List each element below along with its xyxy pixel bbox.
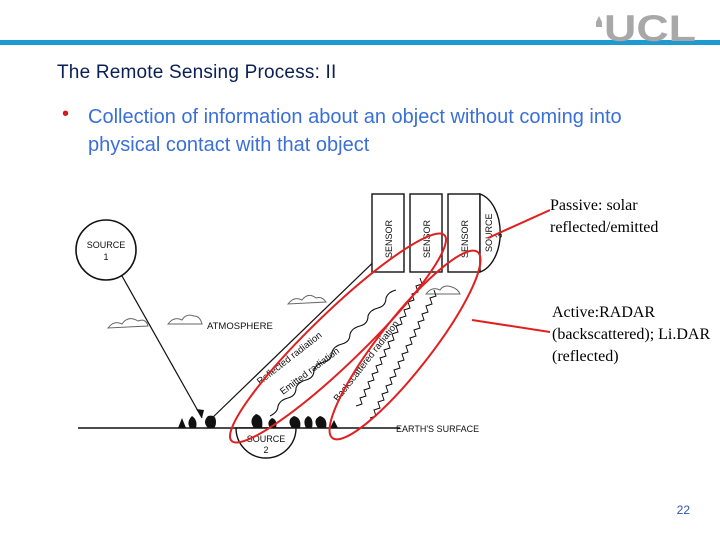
passive-callout: Passive: solar reflected/emitted bbox=[550, 195, 710, 239]
active-pointer-line bbox=[472, 320, 550, 332]
backscattered-ray-2 bbox=[370, 290, 436, 418]
incident-ray-arrowhead bbox=[196, 409, 204, 418]
sensor-1-label: SENSOR bbox=[384, 219, 394, 258]
remote-sensing-diagram: SOURCE 1 ATMOSPHERE Reflected radiation … bbox=[70, 180, 550, 470]
bullet-text: Collection of information about an objec… bbox=[88, 103, 628, 159]
source-2-label: SOURCE bbox=[247, 434, 286, 444]
ucl-logo: UCL bbox=[596, 8, 698, 44]
source-3-label: SOURCE bbox=[484, 213, 494, 252]
page-number: 22 bbox=[650, 503, 690, 517]
source-1-label: SOURCE bbox=[87, 240, 126, 250]
cloud-shapes bbox=[108, 286, 460, 328]
earths-surface-label: EARTH'S SURFACE bbox=[396, 424, 479, 434]
slide-title: The Remote Sensing Process: II bbox=[57, 62, 337, 84]
bullet-marker: • bbox=[62, 103, 69, 126]
source-1-circle: SOURCE 1 bbox=[76, 220, 136, 280]
incident-ray bbox=[122, 276, 202, 418]
source-1-number: 1 bbox=[103, 252, 108, 262]
ucl-logo-text: UCL bbox=[604, 8, 696, 44]
active-callout: Active:RADAR (backscattered); Li.DAR (re… bbox=[552, 302, 712, 368]
source-2-number: 2 bbox=[263, 445, 268, 455]
ucl-logo-mark bbox=[596, 16, 602, 27]
reflected-ray bbox=[210, 248, 388, 420]
atmosphere-label: ATMOSPHERE bbox=[207, 321, 273, 332]
backscattered-radiation-label: Backscattered radiation bbox=[332, 319, 402, 404]
source-2-circle: SOURCE 2 bbox=[236, 428, 296, 458]
